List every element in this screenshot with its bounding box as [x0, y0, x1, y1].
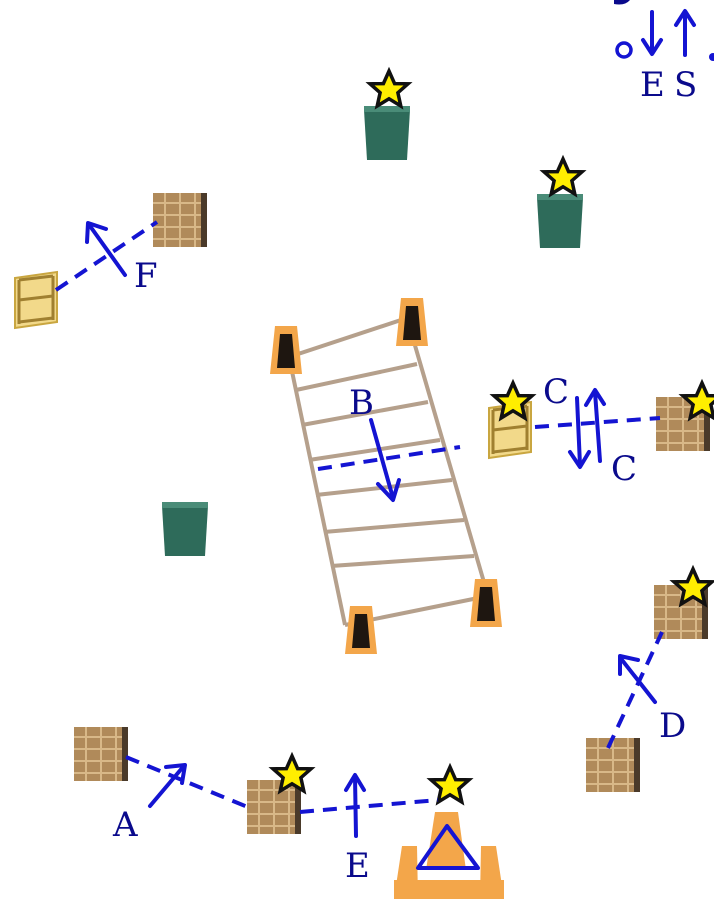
tub-left — [162, 502, 208, 556]
label-b: B — [349, 383, 374, 423]
label-a: A — [112, 805, 138, 845]
route-line — [300, 800, 438, 812]
label-f: F — [134, 256, 158, 296]
crate-icon — [74, 727, 128, 781]
star-icon — [370, 71, 408, 106]
cropped-text-fragment — [614, 0, 630, 5]
arrow-icon — [570, 398, 589, 467]
obstacle-f: F — [15, 193, 207, 328]
obstacle-e: E — [300, 767, 504, 899]
top-right-key: E S — [614, 0, 714, 105]
obstacle-c: C C — [489, 372, 714, 489]
tub-icon — [537, 194, 583, 248]
tub-icon — [162, 502, 208, 556]
circle-icon — [617, 43, 631, 57]
circle-icon — [709, 53, 714, 61]
route-line — [126, 757, 250, 808]
cone-icon — [270, 326, 302, 374]
label-e-bottom: E — [345, 846, 370, 886]
tub-top-right — [537, 159, 583, 248]
arrow-icon — [676, 11, 694, 55]
cone-icon — [396, 298, 428, 346]
arrow-icon — [643, 12, 661, 54]
arrow-icon — [346, 775, 364, 836]
route-line — [608, 632, 662, 748]
star-icon — [431, 767, 469, 802]
ladder-icon — [289, 318, 488, 625]
label-e-top: E — [640, 65, 665, 105]
cone-icon — [470, 579, 502, 627]
crate-icon — [153, 193, 207, 247]
tub-top-center — [364, 71, 410, 160]
cone-triangle-icon — [394, 812, 504, 899]
crate-icon — [247, 780, 301, 834]
obstacle-d: D — [586, 569, 712, 792]
tub-icon — [364, 106, 410, 160]
label-c-top: C — [543, 372, 569, 412]
obstacle-a: A — [74, 727, 311, 845]
route-line — [318, 447, 460, 469]
label-s-top: S — [674, 65, 697, 105]
label-c-bottom: C — [611, 449, 637, 489]
cone-icon — [345, 606, 377, 654]
crate-icon — [586, 738, 640, 792]
ladder-obstacle: B — [270, 298, 502, 654]
label-d: D — [659, 706, 686, 746]
hurdle-icon — [15, 272, 57, 328]
star-icon — [544, 159, 582, 194]
